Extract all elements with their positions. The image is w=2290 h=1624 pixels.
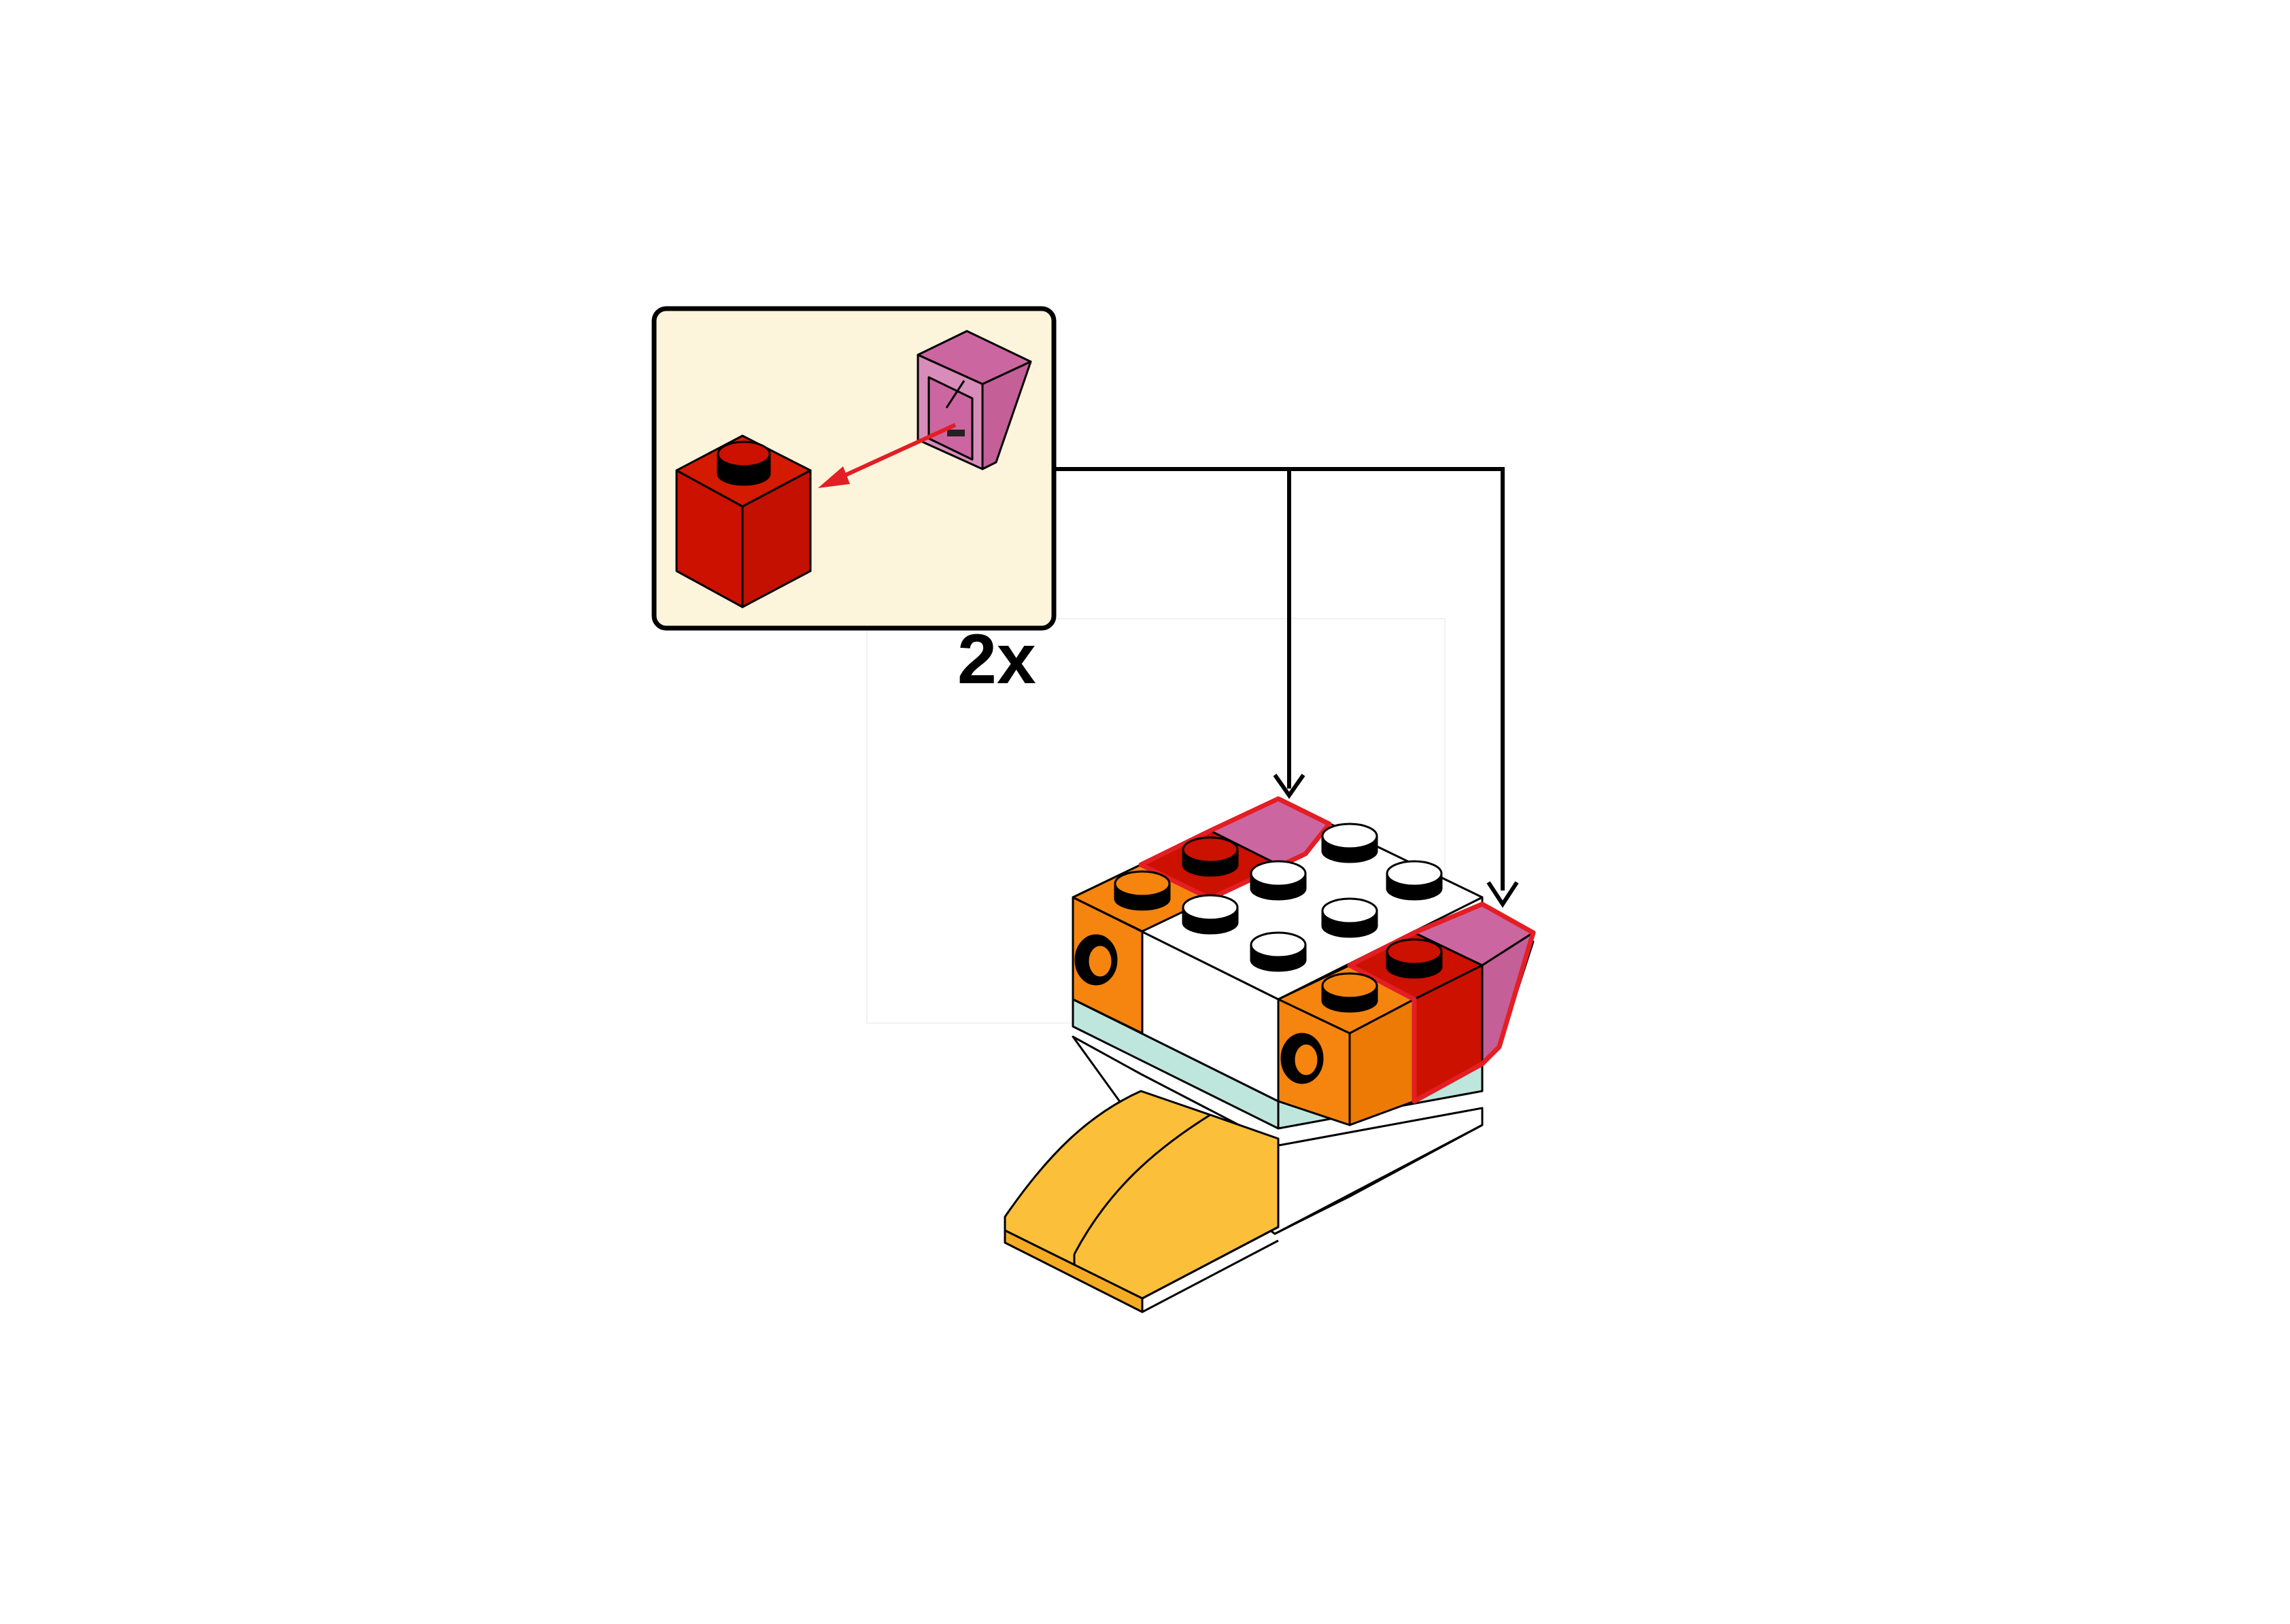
yellow-curved-slope	[1004, 1090, 1280, 1313]
callout-box	[651, 306, 1057, 631]
brick-1x1	[675, 434, 812, 608]
studs	[1114, 823, 1443, 1013]
down-arrow-icon	[1273, 774, 1305, 799]
insert-arrow-icon	[818, 423, 957, 488]
stud	[1386, 938, 1443, 979]
stud	[717, 440, 771, 486]
stud	[1182, 894, 1239, 935]
stud	[1321, 823, 1378, 863]
stud	[1182, 836, 1239, 877]
stud	[1321, 972, 1378, 1013]
stud	[1250, 860, 1307, 901]
slope-1x1	[917, 330, 1032, 470]
stud	[1321, 897, 1378, 938]
stud	[1114, 870, 1171, 911]
quantity-label: 2x	[957, 620, 1036, 699]
orange-technic-brick	[1072, 896, 1144, 1035]
connector-lines	[1054, 467, 1505, 891]
down-arrow-icon	[1486, 881, 1519, 908]
assembled-model	[1004, 796, 1536, 1313]
stud	[1250, 931, 1307, 972]
new-part-highlight	[1347, 901, 1536, 1104]
stud	[1386, 860, 1443, 901]
